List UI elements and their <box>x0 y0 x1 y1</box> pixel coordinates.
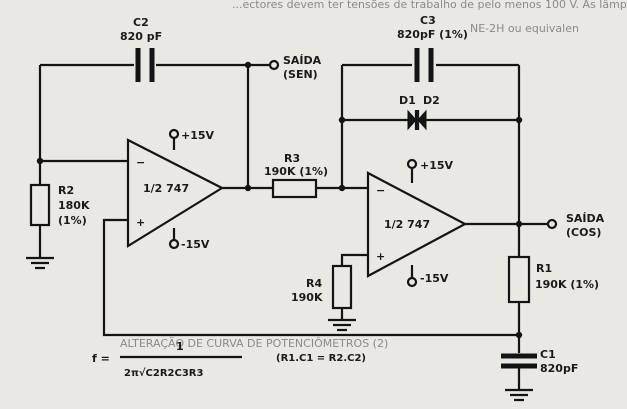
opamp2-plus-sign: + <box>376 250 385 263</box>
header-text-2: NE-2H ou equivalen <box>470 22 579 35</box>
output-sen-terminal: SAÍDA (SEN) <box>268 54 322 81</box>
ground-symbol-c1 <box>505 388 533 402</box>
r4-value: 190K <box>291 291 323 304</box>
formula-lhs: f = <box>92 352 110 365</box>
r3-value: 190K (1%) <box>264 165 328 178</box>
c1-value: 820pF <box>540 362 578 375</box>
diode-pair-d1-d2: D1 D2 <box>399 94 440 131</box>
capacitor-c1: C1 820pF <box>501 348 578 375</box>
header-text: ...ectores devem ter tensões de trabalho… <box>232 0 627 11</box>
opamp-u1: − + 1/2 747 +15V -15V <box>126 128 225 251</box>
c1-name: C1 <box>540 348 556 361</box>
output-cos-line2: (COS) <box>566 226 601 239</box>
ground-symbol-r4 <box>328 318 356 332</box>
formula-denominator: 2π√C2R2C3R3 <box>124 367 203 379</box>
resistor-r3: R3 190K (1%) <box>264 152 328 199</box>
output-cos-line1: SAÍDA <box>566 212 605 225</box>
c3-name: C3 <box>420 14 436 27</box>
output-cos-terminal: SAÍDA (COS) <box>546 212 605 239</box>
d1-name: D1 <box>399 94 416 107</box>
opamp1-plus-sign: + <box>136 216 145 229</box>
output-sen-line2: (SEN) <box>283 68 318 81</box>
opamp1-vneg: -15V <box>181 238 210 251</box>
c2-name: C2 <box>133 16 149 29</box>
c3-value: 820pF (1%) <box>397 28 468 41</box>
resistor-r1: R1 190K (1%) <box>507 255 599 304</box>
opamp2-vneg: -15V <box>420 272 449 285</box>
r4-name: R4 <box>306 277 322 290</box>
d2-name: D2 <box>423 94 440 107</box>
formula-condition: (R1.C1 = R2.C2) <box>276 353 366 364</box>
opamp2-minus-sign: − <box>376 184 385 197</box>
c2-value: 820 pF <box>120 30 162 43</box>
wires <box>38 63 548 390</box>
resistor-r4: R4 190K <box>291 264 353 310</box>
r2-tolerance: (1%) <box>58 214 87 227</box>
r1-value: 190K (1%) <box>535 278 599 291</box>
opamp2-label: 1/2 747 <box>384 218 430 231</box>
r2-value: 180K <box>58 199 90 212</box>
junction-dots <box>36 61 523 339</box>
capacitor-c3: C3 820pF (1%) <box>397 14 468 82</box>
resistor-r2: R2 180K (1%) <box>29 183 90 227</box>
opamp-u2: − + 1/2 747 +15V -15V <box>366 158 468 288</box>
output-sen-line1: SAÍDA <box>283 54 322 67</box>
r2-name: R2 <box>58 184 74 197</box>
opamp1-label: 1/2 747 <box>143 182 189 195</box>
formula-numerator: 1 <box>176 340 184 353</box>
bottom-heading-text: ALTERAÇÃO DE CURVA DE POTENCIÔMETROS (2) <box>120 337 388 350</box>
ground-symbol-r2 <box>26 256 54 270</box>
capacitor-c2: C2 820 pF <box>120 16 162 82</box>
opamp1-vpos: +15V <box>181 129 215 142</box>
r3-name: R3 <box>284 152 300 165</box>
frequency-formula: f = 1 2π√C2R2C3R3 (R1.C1 = R2.C2) <box>92 340 366 379</box>
opamp1-minus-sign: − <box>136 156 145 169</box>
opamp2-vpos: +15V <box>420 159 454 172</box>
r1-name: R1 <box>536 262 552 275</box>
